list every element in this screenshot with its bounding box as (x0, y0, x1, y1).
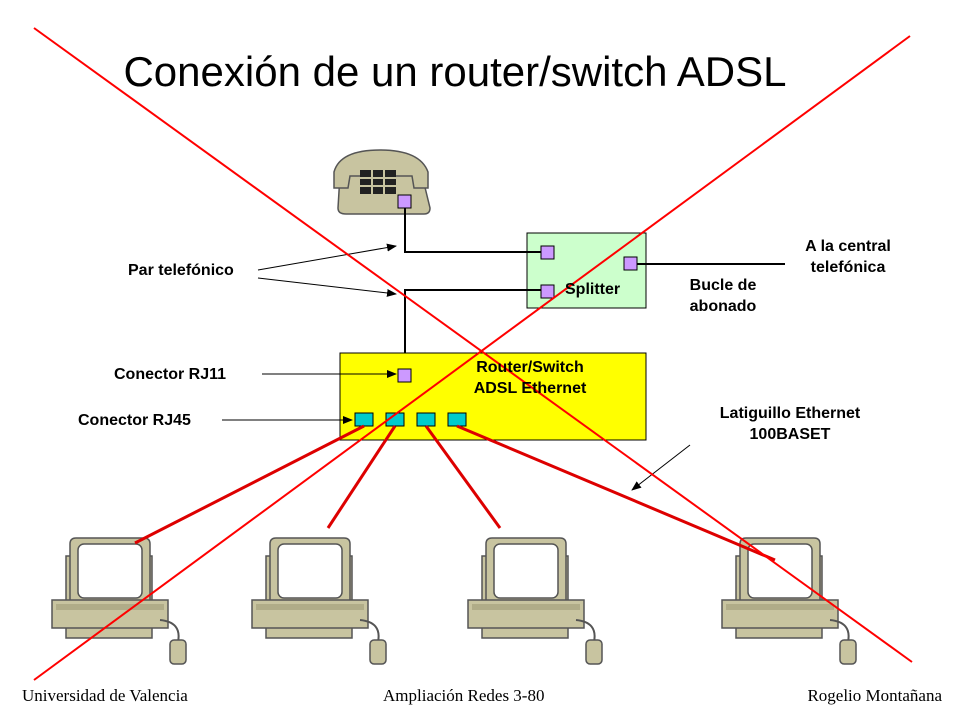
router-to-splitter-wire (404, 289, 541, 370)
rj45-port-1 (354, 412, 374, 427)
telephone-icon (333, 149, 431, 215)
phone-to-splitter-wire (404, 208, 541, 253)
label-latiguillo-line1: Latiguillo Ethernet (719, 405, 861, 422)
label-central-line1: A la central (805, 238, 891, 255)
label-conector-rj45: Conector RJ45 (78, 412, 191, 429)
computer-icon (51, 537, 187, 665)
computer-icon (467, 537, 603, 665)
label-splitter: Splitter (565, 281, 621, 298)
telephone-rj11-port (397, 194, 412, 209)
label-bucle: Bucle de abonado (668, 277, 778, 316)
ethernet-cable-3 (424, 425, 502, 529)
page-title: Conexión de un router/switch ADSL (123, 48, 787, 95)
arrow-latiguillo (631, 444, 691, 491)
splitter-line-port (623, 256, 638, 271)
label-bucle-line1: Bucle de (689, 277, 757, 294)
cross-line-1 (33, 27, 913, 663)
label-central-line2: telefónica (810, 259, 886, 276)
label-latiguillo: Latiguillo Ethernet 100BASET (690, 405, 890, 444)
rj45-port-3 (416, 412, 436, 427)
footer-center: Ampliación Redes 3-80 (383, 686, 545, 705)
label-par-telefonico: Par telefónico (128, 262, 234, 279)
label-router: Router/Switch ADSL Ethernet (440, 359, 620, 398)
router-rj11-port (397, 368, 412, 383)
rj45-port-4 (447, 412, 467, 427)
splitter-modem-port (540, 284, 555, 299)
cross-line-2 (33, 35, 911, 681)
label-bucle-line2: abonado (689, 298, 757, 315)
footer-right: Rogelio Montañana (807, 686, 942, 705)
label-latiguillo-line2: 100BASET (749, 426, 831, 443)
ethernet-cable-2 (326, 425, 397, 529)
label-conector-rj11: Conector RJ11 (114, 366, 227, 383)
label-central: A la central telefónica (773, 238, 923, 277)
computer-icon (251, 537, 387, 665)
footer-left: Universidad de Valencia (22, 686, 188, 705)
ethernet-cable-1 (134, 424, 365, 545)
ethernet-cable-4 (456, 424, 776, 562)
arrow-par-telefonico-lower (257, 277, 397, 297)
label-router-line2: ADSL Ethernet (473, 380, 587, 397)
computer-icon (721, 537, 857, 665)
splitter-phone-port (540, 245, 555, 260)
arrow-par-telefonico-upper (257, 243, 397, 271)
label-router-line1: Router/Switch (476, 359, 584, 376)
